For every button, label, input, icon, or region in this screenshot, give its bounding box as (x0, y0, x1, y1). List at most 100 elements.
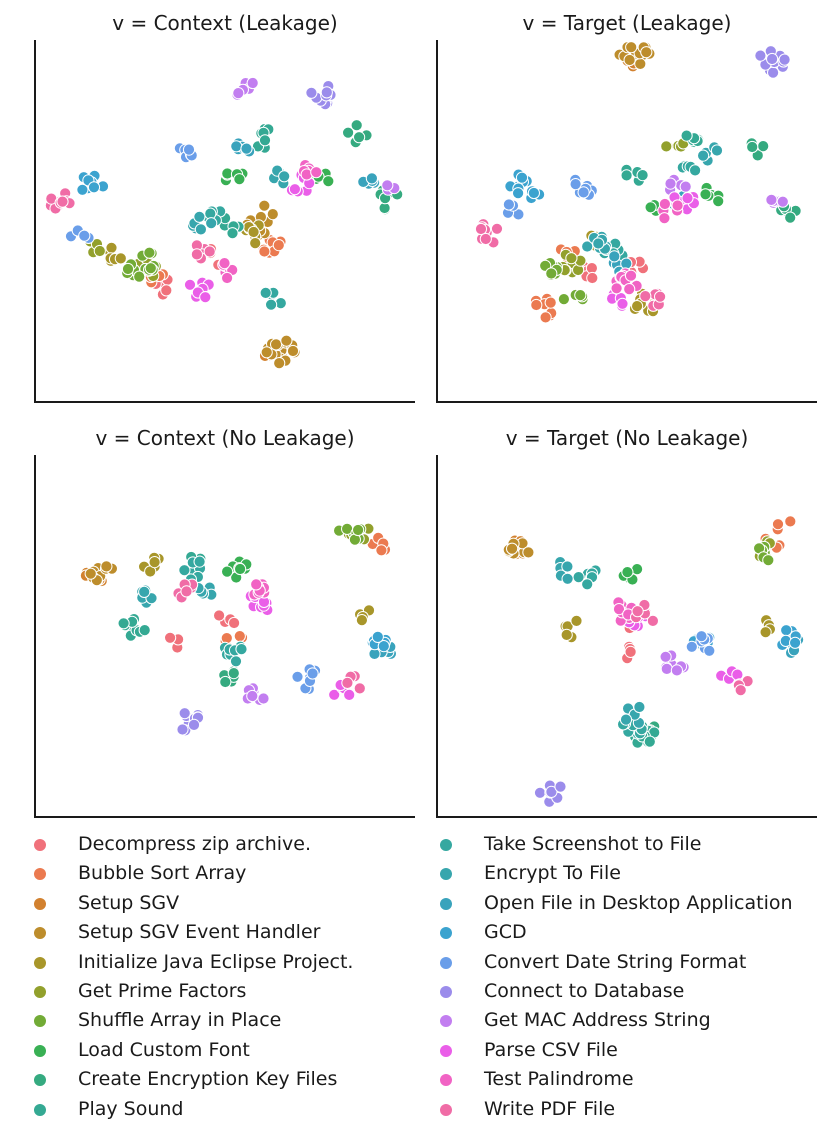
data-point (343, 688, 356, 702)
data-point (757, 140, 770, 153)
data-point (176, 723, 189, 736)
legend-marker-icon (34, 1044, 46, 1057)
data-point (625, 41, 638, 54)
data-point (350, 119, 363, 132)
data-point (734, 684, 747, 697)
data-point (193, 210, 206, 223)
data-point (545, 785, 558, 799)
data-point (759, 626, 772, 639)
legend-marker-icon (440, 986, 452, 998)
data-point (621, 566, 634, 579)
data-point (233, 630, 246, 643)
data-point (776, 195, 789, 208)
data-point (190, 248, 203, 261)
data-point (250, 578, 263, 591)
scatter-points (44, 76, 404, 370)
data-point (512, 187, 525, 200)
legend-label: Create Encryption Key Files (78, 1068, 338, 1091)
data-point (272, 239, 285, 252)
data-point (234, 562, 247, 576)
data-point (291, 670, 304, 683)
data-point (634, 57, 647, 71)
data-point (697, 149, 710, 162)
data-point (633, 700, 646, 714)
legend-label: GCD (484, 921, 527, 944)
data-point (76, 183, 89, 196)
data-point (658, 212, 671, 225)
data-point (219, 675, 232, 689)
data-point (681, 192, 694, 205)
data-point (247, 225, 260, 239)
data-point (539, 311, 552, 324)
data-point (117, 617, 130, 630)
data-point (689, 164, 702, 177)
data-point (178, 707, 191, 720)
data-point (221, 271, 234, 285)
legend-label: Take Screenshot to File (484, 833, 702, 855)
data-point (636, 169, 649, 182)
legend-label: Get MAC Address String (484, 1009, 711, 1032)
data-point (592, 237, 605, 250)
data-point (561, 560, 574, 573)
data-point (560, 628, 573, 642)
data-point (623, 53, 636, 67)
data-point (624, 269, 638, 282)
data-point (258, 199, 271, 212)
data-point (533, 786, 547, 799)
legend-label: Encrypt To File (484, 862, 621, 885)
data-point (273, 357, 286, 370)
data-point (187, 718, 201, 732)
data-point (502, 198, 515, 211)
data-point (230, 140, 243, 153)
data-point (183, 278, 197, 291)
data-point (286, 344, 300, 358)
data-point (240, 142, 253, 155)
data-point (561, 572, 574, 585)
data-point (138, 624, 151, 637)
legend-label: Bubble Sort Array (78, 862, 247, 885)
data-point (342, 126, 355, 139)
data-point (265, 298, 278, 311)
scatter-points (79, 522, 397, 737)
data-point (624, 645, 637, 659)
data-point (581, 240, 594, 253)
data-point (143, 246, 156, 259)
data-point (654, 290, 667, 303)
data-point (164, 631, 177, 644)
data-point (84, 567, 97, 580)
data-point (280, 334, 293, 347)
axis-spines (34, 455, 415, 818)
legend-marker-icon (34, 986, 46, 998)
legend-label: Write PDF File (484, 1097, 616, 1120)
data-point (56, 195, 69, 208)
data-point (266, 208, 279, 221)
data-point (581, 578, 594, 591)
data-point (659, 650, 672, 663)
data-point (527, 186, 541, 200)
data-point (695, 630, 708, 643)
data-point (213, 609, 226, 622)
data-point (765, 193, 778, 206)
data-point (574, 289, 587, 302)
data-point (87, 181, 101, 194)
scatter-points (502, 515, 805, 808)
data-point (474, 222, 488, 236)
legend-marker-icon (440, 927, 452, 940)
data-point (228, 616, 241, 630)
data-point (260, 346, 273, 359)
legend-label: Open File in Desktop Application (484, 891, 793, 914)
data-point (193, 555, 206, 568)
chart-legend: Decompress zip archive. Bubble Sort Array… (0, 828, 830, 1128)
data-point (320, 86, 333, 99)
data-point (352, 523, 365, 537)
data-point (612, 603, 626, 616)
data-point (660, 662, 673, 676)
data-point (710, 144, 724, 157)
legend-label: Decompress zip archive. (78, 833, 312, 855)
data-point (375, 544, 388, 557)
data-point (608, 250, 621, 263)
data-point (746, 140, 759, 154)
legend-marker-icon (34, 1015, 46, 1028)
data-point (258, 245, 271, 258)
legend-marker-icon (440, 897, 452, 910)
